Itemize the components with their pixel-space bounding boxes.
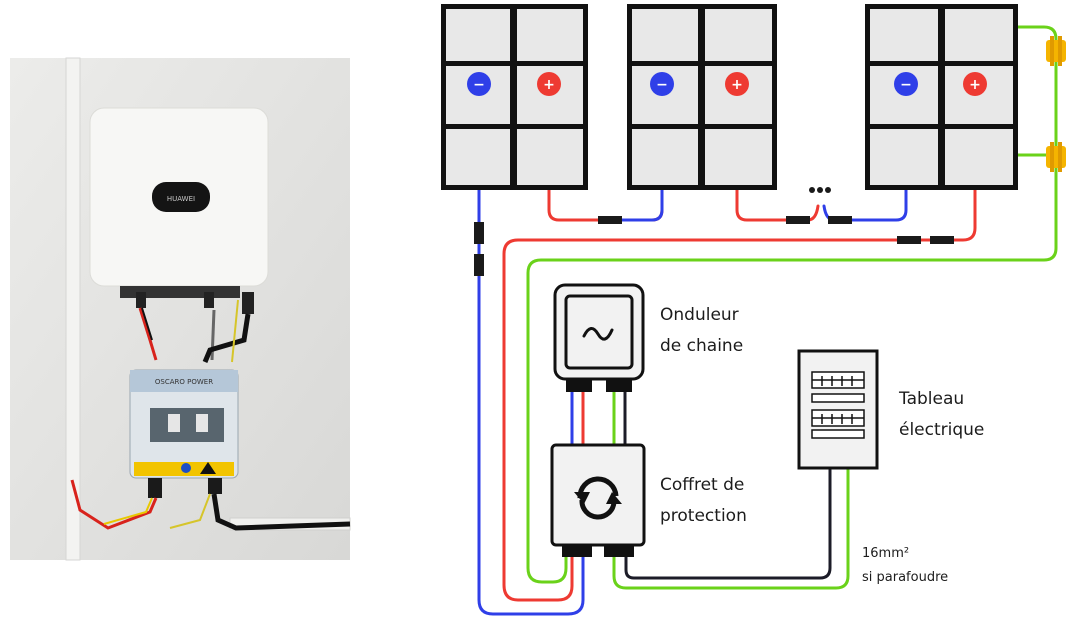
negative-terminal-icon: − bbox=[467, 72, 491, 96]
electrical-panel-label: Tableau électrique bbox=[899, 384, 984, 446]
negative-terminal-icon: − bbox=[894, 72, 918, 96]
inverter-label-line-1: Onduleur bbox=[660, 305, 739, 325]
panel-terminals: − + − + − + bbox=[467, 72, 987, 96]
photo-protection-box: OSCARO POWER bbox=[129, 369, 239, 498]
more-panels-dots bbox=[809, 187, 831, 193]
electrical-panel-label-line-2: électrique bbox=[899, 420, 985, 440]
cable-note-line-1: 16mm² bbox=[862, 546, 910, 561]
protection-box bbox=[550, 443, 646, 557]
electrical-panel bbox=[797, 349, 879, 470]
wire-p1-p2-link-red bbox=[547, 190, 664, 222]
cable-note-line-2: si parafoudre bbox=[862, 570, 949, 585]
ac-sine-icon bbox=[582, 327, 614, 341]
wire-p2-pos-out bbox=[735, 190, 820, 222]
inverter-logo: HUAWEI bbox=[167, 195, 195, 203]
wire-earth-main bbox=[526, 25, 1058, 584]
terminal-label: + bbox=[731, 77, 743, 93]
inverter-label: Onduleur de chaine bbox=[660, 300, 743, 362]
negative-terminal-icon: − bbox=[650, 72, 674, 96]
box-brand: OSCARO POWER bbox=[155, 378, 213, 386]
wire-p1-p2-link-blue bbox=[608, 190, 664, 222]
solar-panel-2 bbox=[627, 4, 777, 190]
solar-panel-3 bbox=[865, 4, 1018, 190]
terminal-label: + bbox=[543, 77, 555, 93]
positive-terminal-icon: + bbox=[537, 72, 561, 96]
terminal-label: − bbox=[900, 77, 912, 93]
earth-clamp-icon bbox=[1046, 36, 1066, 66]
installation-photo: HUAWEI OSCARO POWER bbox=[10, 57, 351, 561]
positive-terminal-icon: + bbox=[963, 72, 987, 96]
earth-clamp-icon bbox=[1046, 142, 1066, 172]
inverter-label-line-2: de chaine bbox=[660, 336, 744, 356]
terminal-label: − bbox=[473, 77, 485, 93]
breaker-panel-icon bbox=[811, 371, 865, 439]
terminal-label: + bbox=[969, 77, 981, 93]
photo-inverter: HUAWEI bbox=[89, 107, 269, 314]
cable-section-note: 16mm² si parafoudre bbox=[862, 542, 948, 590]
positive-terminal-icon: + bbox=[725, 72, 749, 96]
wire-ac-black bbox=[624, 468, 832, 580]
protection-swirl-icon bbox=[574, 476, 622, 520]
string-inverter bbox=[553, 283, 645, 392]
protection-box-label-line-1: Coffret de bbox=[660, 475, 745, 495]
earth-clamps bbox=[1046, 36, 1066, 172]
terminal-label: − bbox=[656, 77, 668, 93]
mc4-connectors bbox=[474, 216, 954, 276]
solar-panel-1 bbox=[441, 4, 588, 190]
electrical-panel-label-line-1: Tableau bbox=[899, 389, 965, 409]
wire-p3-neg-in bbox=[822, 190, 908, 222]
wire-ac-green bbox=[612, 468, 850, 590]
wire-positive-main bbox=[502, 190, 977, 602]
wire-negative-main bbox=[477, 190, 585, 616]
protection-box-label: Coffret de protection bbox=[660, 470, 747, 532]
protection-box-label-line-2: protection bbox=[660, 506, 747, 526]
